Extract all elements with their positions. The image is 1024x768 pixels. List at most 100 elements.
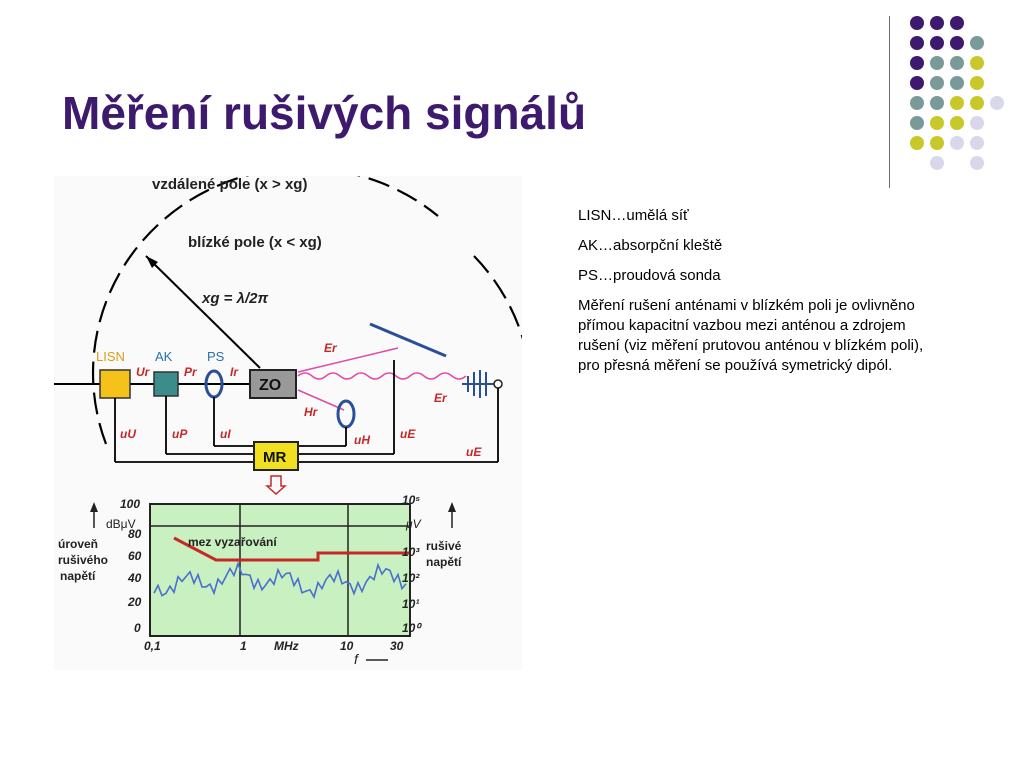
- ak-block: [153, 371, 179, 397]
- signal-pr: Pr: [184, 365, 198, 379]
- decor-dot: [970, 36, 984, 50]
- signal-ir: Ir: [230, 365, 239, 379]
- near-field-label: blízké pole (x < xg): [188, 234, 322, 251]
- ak-label: AK: [155, 349, 173, 364]
- left-axis-0: 0: [134, 621, 141, 635]
- left-axis-100: 100: [120, 497, 140, 511]
- mr-block: [253, 441, 299, 471]
- signal-hr: Hr: [304, 405, 319, 419]
- signal-er-top: Er: [324, 341, 338, 355]
- decor-dot: [950, 96, 964, 110]
- field-wave-mid: [297, 372, 467, 380]
- left-axis-60: 60: [128, 549, 142, 563]
- decor-dot: [910, 16, 924, 30]
- field-ray-bottom: [297, 389, 345, 411]
- right-axis-1e1: 10¹: [402, 597, 419, 611]
- far-field-boundary: [91, 176, 522, 445]
- lisn-block: [99, 369, 131, 399]
- measurement-wiring: [114, 360, 499, 463]
- decor-dot: [950, 16, 964, 30]
- x-tick-10: 10: [340, 639, 354, 653]
- decor-dot: [970, 156, 984, 170]
- signal-er-mid: Er: [434, 391, 448, 405]
- note-ak: AK…absorpční kleště: [578, 237, 723, 254]
- field-ray-top: [297, 347, 399, 373]
- decor-dot: [930, 56, 944, 70]
- right-caption-2: napětí: [426, 555, 462, 569]
- radius-arrow: [146, 256, 158, 268]
- decor-dot: [930, 116, 944, 130]
- limit-label: mez vyzařování: [188, 535, 277, 549]
- notes-panel: LISN…umělá síť AK…absorpční kleště PS…pr…: [578, 206, 948, 386]
- decor-dot: [970, 76, 984, 90]
- figure-svg: vzdálené pole (x > xg) blízké pole (x < …: [54, 176, 522, 670]
- limit-line: [173, 536, 410, 562]
- right-axis-1e3: 10³: [402, 545, 420, 559]
- decor-dot: [910, 116, 924, 130]
- decor-dot: [970, 116, 984, 130]
- down-arrow-icon: [265, 475, 287, 496]
- decor-dot: [930, 96, 944, 110]
- signal-ur: Ur: [136, 365, 151, 379]
- note-measurement: Měření rušení anténami v blízkém poli je…: [578, 297, 924, 374]
- decor-dot: [970, 136, 984, 150]
- signal-uh: uH: [354, 433, 370, 447]
- decor-dot: [950, 76, 964, 90]
- ps-label: PS: [207, 349, 225, 364]
- measurement-figure: vzdálené pole (x > xg) blízké pole (x < …: [54, 176, 522, 670]
- right-axis-1e2: 10²: [402, 571, 420, 585]
- decor-dot: [910, 96, 924, 110]
- radius-line: [145, 255, 261, 369]
- far-field-label: vzdálené pole (x > xg): [152, 176, 307, 193]
- signal-ui: uI: [220, 427, 231, 441]
- left-axis-20: 20: [127, 595, 142, 609]
- decor-dot: [910, 36, 924, 50]
- decor-dot: [950, 116, 964, 130]
- right-caption-1: rušivé: [426, 539, 462, 553]
- noise-trace: [153, 561, 407, 599]
- note-lisn: LISN…umělá síť: [578, 207, 689, 224]
- x-tick-0-1: 0,1: [144, 639, 161, 653]
- signal-ue: uE: [400, 427, 416, 441]
- decor-dot: [930, 36, 944, 50]
- decor-dot: [930, 156, 944, 170]
- left-caption-1: úroveň: [58, 537, 98, 551]
- right-axis-1e0: 10⁰: [402, 621, 422, 635]
- decor-dot: [950, 36, 964, 50]
- decor-dot: [950, 136, 964, 150]
- divider-line: [889, 16, 890, 188]
- decor-dot: [910, 76, 924, 90]
- x-tick-unit: MHz: [274, 639, 299, 653]
- left-axis-40: 40: [127, 571, 142, 585]
- decor-dot: [950, 56, 964, 70]
- left-caption-3: napětí: [60, 569, 96, 583]
- decor-dot: [910, 56, 924, 70]
- decor-dot: [930, 136, 944, 150]
- zo-block: [249, 369, 297, 399]
- decor-dot: [970, 56, 984, 70]
- formula-label: xg = λ/2π: [201, 290, 268, 307]
- frequency-label: f: [354, 651, 360, 667]
- note-ps: PS…proudová sonda: [578, 267, 721, 284]
- left-caption-arrowhead: [90, 502, 98, 512]
- decor-dot: [930, 76, 944, 90]
- signal-up: uP: [172, 427, 188, 441]
- antenna-port-icon: [493, 379, 503, 389]
- log-periodic-antenna-icon: [462, 370, 494, 398]
- decor-dot: [930, 16, 944, 30]
- left-caption-2: rušivého: [58, 553, 108, 567]
- left-axis-80: 80: [128, 527, 142, 541]
- right-axis-1e5: 10⁵: [402, 493, 420, 507]
- x-tick-30: 30: [390, 639, 404, 653]
- right-caption-arrowhead: [448, 502, 456, 512]
- chart-area: [149, 503, 411, 637]
- decor-dot: [910, 136, 924, 150]
- mr-label: MR: [263, 449, 286, 466]
- slide-title: Měření rušivých signálů: [62, 87, 587, 139]
- left-axis-unit: dBμV: [106, 517, 136, 531]
- zo-label: ZO: [259, 377, 281, 394]
- dipole-antenna-icon: [369, 322, 447, 358]
- lisn-label: LISN: [96, 349, 125, 364]
- signal-ue2: uE: [466, 445, 482, 459]
- decor-dot: [970, 96, 984, 110]
